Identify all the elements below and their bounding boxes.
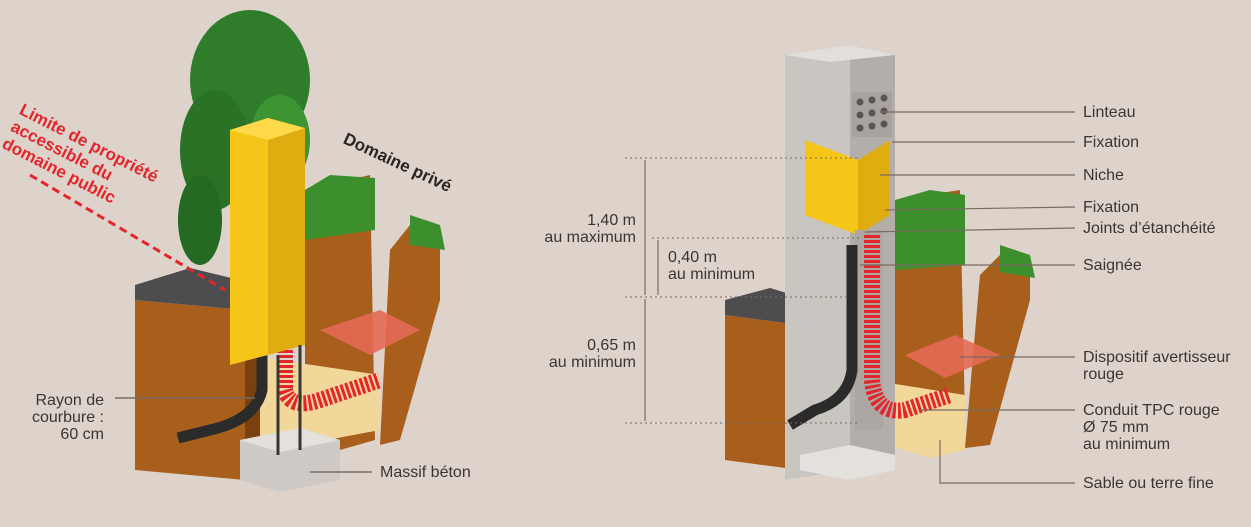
radius-label: Rayon de courbure : 60 cm [20,392,104,443]
label-fixation-2: Fixation [1083,199,1140,216]
niche-box-front [805,140,858,235]
label-dispositif-line-2: rouge [1083,366,1124,383]
left-scene [29,10,445,492]
dim-mid-value: 0,40 m [668,249,717,266]
massif-beton-top [240,428,340,452]
radius-line-2: courbure : [31,409,104,426]
leader-joints [864,227,1076,233]
left-front-grass [410,215,445,250]
pillar-top [785,45,895,62]
right-warning-mesh [905,335,1000,378]
label-conduit: Conduit TPC rouge Ø 75 mm au minimum [1083,402,1220,453]
label-conduit-line-2: Ø 75 mm [1083,419,1149,436]
right-black-pipe [787,245,858,430]
dim-mid-note: au minimum [668,266,756,283]
label-dispositif-line-1: Dispositif avertisseur [1083,349,1231,366]
dim-top-value: 1,40 m [587,212,636,229]
linteau-vents [852,92,892,137]
left-yellow-box-front [230,118,268,365]
label-joints: Joints d’étanchéité [1083,220,1216,237]
dim-mid-label: 0,40 m au minimum [668,249,755,283]
left-grey-cap [135,268,260,310]
leader-sable [939,440,1075,484]
dim-top-note: au maximum [544,229,636,246]
radius-line-1: Rayon de [35,392,105,409]
right-scene [625,45,1076,484]
label-sable: Sable ou terre fine [1083,475,1214,492]
dim-bottom-value: 0,65 m [587,337,636,354]
dim-top-label: 1,40 m au maximum [520,212,636,246]
left-yellow-box-side [268,118,305,355]
dim-bottom-note: au minimum [548,354,636,371]
left-warning-mesh [320,310,420,355]
label-dispositif: Dispositif avertisseur rouge [1083,349,1231,383]
right-front-grass [1000,245,1035,278]
massif-beton-label: Massif béton [380,464,471,481]
right-soil-block [725,315,800,470]
label-saignee: Saignée [1083,257,1142,274]
radius-line-3: 60 cm [60,426,104,443]
right-concrete-base [800,445,895,480]
left-back-grass [305,175,375,240]
label-niche: Niche [1083,167,1124,184]
left-yellow-box-top [230,118,305,140]
label-conduit-line-1: Conduit TPC rouge [1083,402,1220,419]
label-fixation-1: Fixation [1083,134,1140,151]
niche-box-side [858,140,890,235]
label-conduit-line-3: au minimum [1083,436,1171,453]
label-linteau: Linteau [1083,104,1136,121]
left-red-conduit [277,350,383,412]
left-soil-block [135,300,245,480]
left-black-pipe [176,345,268,444]
dim-bottom-label: 0,65 m au minimum [520,337,636,371]
right-red-conduit [864,235,953,419]
right-front-soil-slab [965,255,1030,448]
leader-fixation-2 [884,206,1076,211]
property-limit-line [29,173,226,292]
